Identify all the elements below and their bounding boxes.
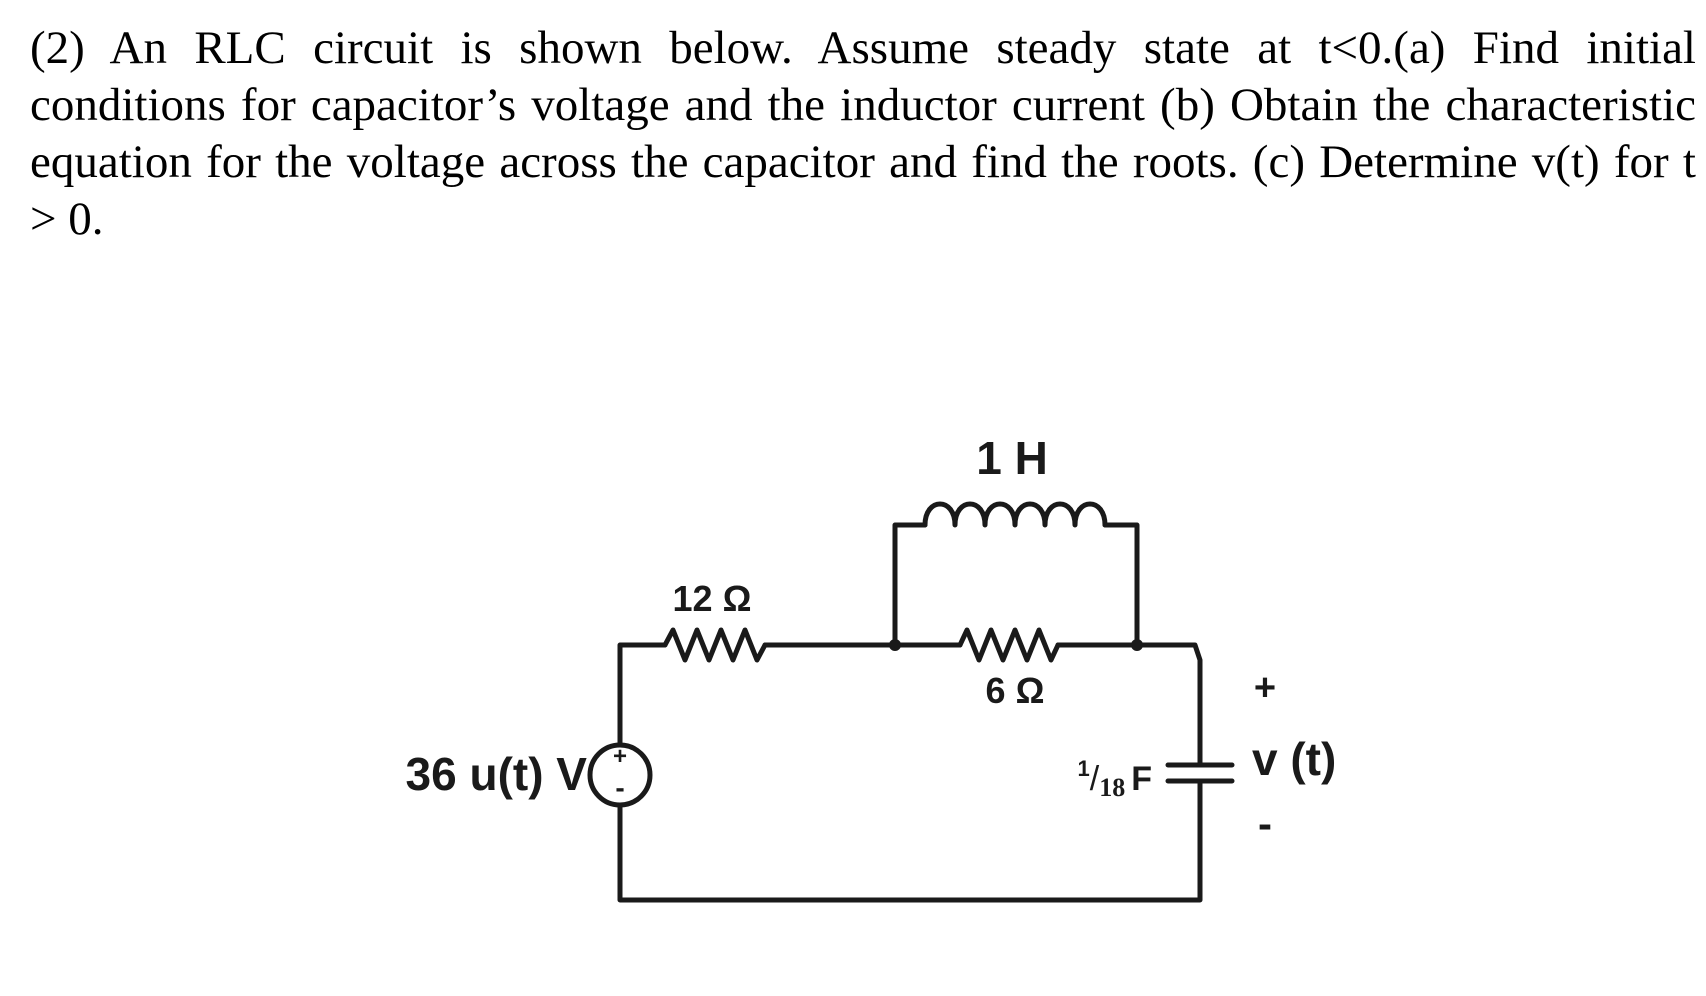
r2-label: 6 Ω — [986, 670, 1045, 711]
wire-right-top — [1134, 642, 1203, 768]
wire-left-top — [617, 642, 668, 748]
source-minus-sign: - — [615, 772, 624, 803]
v-minus-sign: - — [1258, 800, 1272, 847]
resistor-12-ohm — [662, 627, 768, 663]
wire-inductor-right — [1102, 522, 1140, 648]
inductor-1H — [922, 501, 1108, 528]
voltage-source — [587, 742, 653, 808]
capacitor-label-den: 18 — [1099, 773, 1125, 802]
v-plus-sign: + — [1254, 667, 1276, 709]
capacitor-label-num: 1 — [1078, 756, 1090, 781]
capacitor-label-unit: F — [1131, 760, 1152, 798]
resistor-6-ohm — [957, 627, 1061, 663]
r1-label: 12 Ω — [673, 578, 752, 619]
wire-inductor-left — [892, 522, 928, 648]
source-label: 36 u(t) V — [406, 748, 588, 800]
capacitor-label-slash: / — [1090, 760, 1100, 798]
wire-right-bottom — [617, 778, 1203, 903]
source-plus-sign: + — [613, 743, 627, 770]
inductor-label: 1 H — [976, 432, 1048, 484]
v-label: v (t) — [1252, 733, 1336, 785]
problem-statement: (2) An RLC circuit is shown below. Assum… — [30, 22, 1696, 245]
